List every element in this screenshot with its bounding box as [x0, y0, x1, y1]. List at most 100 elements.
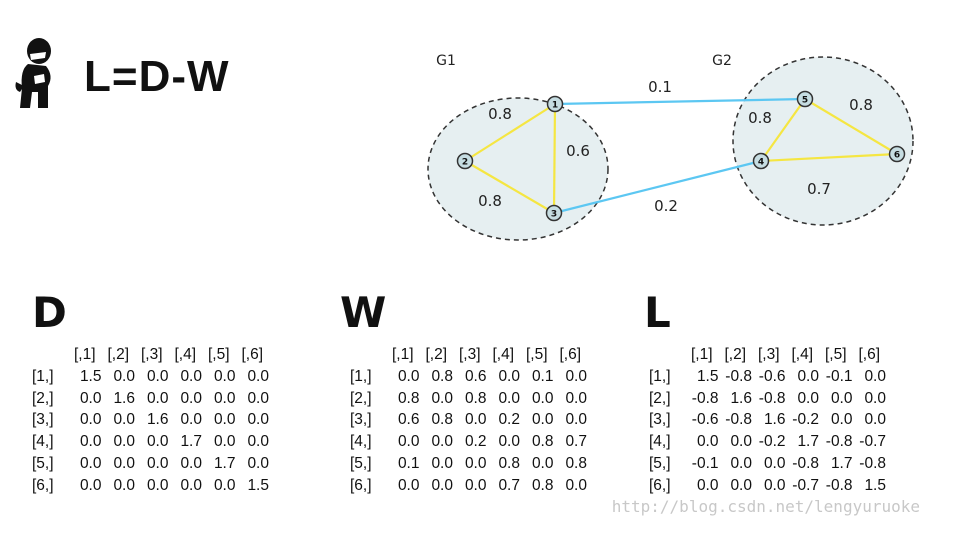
matrix-cell: 0.0: [498, 367, 520, 385]
matrix-cell: 0.0: [213, 389, 236, 407]
edge-weight-label: 0.8: [849, 96, 873, 114]
matrix-cell: 0.1: [397, 454, 420, 472]
matrix-cell: 1.6: [730, 389, 752, 407]
matrix-cell: 0.0: [79, 454, 102, 472]
row-label: [1,]: [32, 367, 54, 385]
matrix-cell: 0.0: [213, 433, 236, 451]
node-label: 3: [551, 210, 557, 220]
column-header: [,4]: [791, 346, 814, 363]
matrix-l-title: L: [644, 288, 671, 337]
matrix-cell: 1.6: [113, 389, 135, 407]
matrix-cell: 0.0: [79, 411, 102, 429]
matrix-cell: 0.0: [830, 389, 853, 407]
edge-1-3: [552, 103, 557, 214]
row-label: [4,]: [649, 433, 671, 451]
matrix-cell: 0.8: [498, 454, 520, 472]
matrix-cell: 0.0: [146, 389, 169, 407]
matrix-cell: 0.0: [464, 454, 487, 472]
column-header: [,6]: [858, 346, 881, 363]
row-label: [4,]: [350, 433, 372, 451]
edge-weight-label: 0.8: [748, 109, 772, 127]
edge-5-6: [804, 98, 898, 155]
matrix-cell: 0.0: [146, 454, 169, 472]
group-label: G1: [436, 53, 456, 69]
matrix-cell: 0.0: [730, 476, 752, 494]
matrix-cell: 1.5: [79, 367, 102, 385]
matrix-cell: -0.8: [691, 389, 719, 407]
column-header: [,5]: [525, 346, 548, 363]
column-header: [,1]: [73, 346, 96, 363]
matrix-cell: 0.7: [565, 433, 587, 451]
column-header: [,4]: [174, 346, 197, 363]
matrix-cell: 0.8: [431, 367, 453, 385]
formula-title: L=D-W: [84, 52, 230, 101]
matrix-cell: 0.0: [397, 433, 420, 451]
row-label: [3,]: [649, 411, 671, 429]
matrix-cell: 0.0: [79, 389, 102, 407]
matrix-cell: -0.8: [725, 367, 752, 385]
matrix-header-row: [,1][,2][,3][,4][,5][,6]: [649, 344, 886, 366]
matrix-cell: 0.0: [180, 411, 202, 429]
row-label: [1,]: [350, 367, 372, 385]
edge-weight-label: 0.7: [807, 180, 831, 198]
column-header: [,5]: [824, 346, 847, 363]
matrix-cell: 0.0: [397, 367, 420, 385]
matrix-cell: 0.0: [213, 367, 236, 385]
matrix-cell: 0.0: [696, 476, 719, 494]
column-header: [,5]: [207, 346, 230, 363]
matrix-cell: 0.7: [498, 476, 520, 494]
matrix-cell: 0.0: [864, 389, 886, 407]
edge-4-6: [760, 152, 898, 163]
edge-4-5: [760, 98, 806, 162]
matrix-cell: -0.6: [758, 367, 786, 385]
matrix-cell: 0.0: [247, 389, 269, 407]
matrix-cell: 0.8: [531, 476, 554, 494]
matrix-cell: 0.0: [498, 433, 520, 451]
matrix-cell: 0.0: [146, 367, 169, 385]
matrix-cell: 0.0: [431, 476, 453, 494]
row-label: [2,]: [649, 389, 671, 407]
row-label: [4,]: [32, 433, 54, 451]
matrix-cell: 1.7: [213, 454, 236, 472]
matrix-cell: 0.0: [113, 367, 135, 385]
matrix-cell: 0.0: [763, 454, 786, 472]
matrix-cell: 0.0: [113, 411, 135, 429]
matrix-cell: 0.0: [864, 367, 886, 385]
matrix-cell: 1.7: [830, 454, 853, 472]
matrix-cell: 0.0: [565, 411, 587, 429]
row-label: [6,]: [350, 476, 372, 494]
matrix-cell: 0.0: [79, 476, 102, 494]
edge-2-3: [464, 160, 555, 214]
column-header: [,2]: [425, 346, 448, 363]
node-label: 2: [462, 158, 468, 168]
matrix-cell: 0.0: [830, 411, 853, 429]
matrix-cell: 0.0: [146, 476, 169, 494]
node-4: [752, 152, 770, 170]
edge-1-5: [554, 97, 806, 106]
matrix-cell: 0.0: [397, 476, 420, 494]
matrix-cell: 0.0: [113, 433, 135, 451]
matrix-cell: -0.7: [792, 476, 819, 494]
matrix-cell: 0.0: [79, 433, 102, 451]
column-header: [,6]: [241, 346, 264, 363]
matrix-cell: 0.8: [464, 389, 487, 407]
matrix-cell: 0.0: [696, 433, 719, 451]
matrix-cell: -0.2: [758, 433, 786, 451]
matrix-cell: 0.0: [247, 411, 269, 429]
matrix-cell: 1.7: [180, 433, 202, 451]
matrix-cell: 0.1: [531, 367, 554, 385]
matrix-corner: [350, 344, 386, 366]
edge-weight-label: 0.8: [488, 105, 512, 123]
matrix-cell: -0.7: [859, 433, 886, 451]
node-1: [546, 95, 564, 113]
column-header: [,3]: [458, 346, 481, 363]
row-label: [3,]: [350, 411, 372, 429]
row-label: [6,]: [649, 476, 671, 494]
